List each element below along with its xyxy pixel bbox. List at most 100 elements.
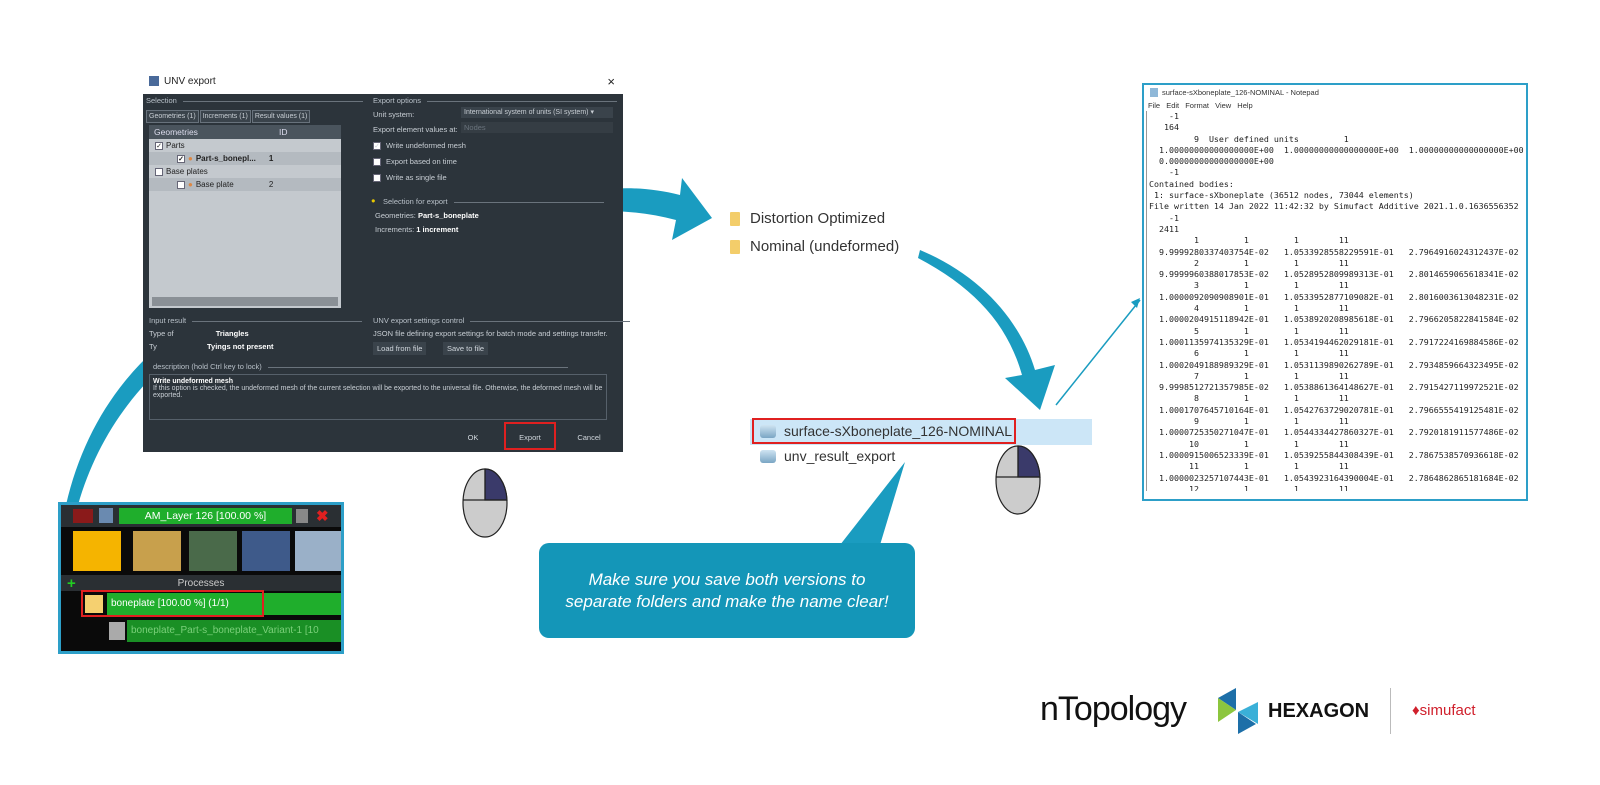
save-icon (149, 76, 159, 86)
description-title: Write undeformed mesh (153, 378, 233, 385)
tree-label: Base plate (195, 180, 234, 189)
export-button[interactable]: Export (519, 433, 541, 442)
type-value: Triangles (215, 329, 249, 338)
notepad-line: -1 (1149, 212, 1179, 223)
notepad-line: 1.0001707645710164E-01 1.054276372902078… (1149, 404, 1519, 415)
am-process-icon[interactable] (73, 531, 121, 571)
tree-item-base-plates[interactable]: Base plates (149, 165, 341, 178)
close-button[interactable]: × (607, 73, 615, 89)
list-icon[interactable] (189, 531, 237, 571)
variant-item[interactable]: boneplate_Part-s_boneplate_Variant-1 [10 (127, 620, 341, 642)
notepad-line: 11 1 1 11 (1149, 461, 1349, 472)
load-from-file-button[interactable]: Load from file (373, 342, 427, 355)
baseplate-icon[interactable] (133, 531, 181, 571)
selection-label: Selection (146, 96, 362, 105)
notepad-line: 1 1 1 11 (1149, 235, 1349, 246)
tree-label: Part-s_bonepl... (195, 154, 256, 163)
notepad-line: 4 1 1 11 (1149, 303, 1349, 314)
save-icon[interactable] (99, 508, 113, 523)
notepad-line: 5 1 1 11 (1149, 325, 1349, 336)
folder-nominal[interactable]: Nominal (undeformed) (730, 238, 899, 255)
cancel-button[interactable]: Cancel (577, 433, 601, 442)
notepad-line: 2411 (1149, 223, 1179, 234)
checkbox-label: Write undeformed mesh (386, 141, 466, 150)
highlight-export (504, 422, 556, 450)
notepad-menu: File Edit Format View Help (1144, 100, 1526, 111)
notepad-line: 0.00000000000000000E+00 (1149, 156, 1274, 167)
input-result-label: Input result (149, 316, 363, 325)
increments-value: 1 increment (416, 225, 459, 234)
delete-icon[interactable]: ✖ (316, 508, 329, 525)
menu-view[interactable]: View (1215, 101, 1232, 110)
menu-format[interactable]: Format (1185, 101, 1209, 110)
folder-distortion-optimized[interactable]: Distortion Optimized (730, 210, 885, 227)
notepad-line: File written 14 Jan 2022 11:42:32 by Sim… (1149, 201, 1519, 212)
export-options-label: Export options (373, 96, 617, 105)
unit-system-select[interactable]: International system of units (SI system… (461, 107, 613, 118)
geometries-label: Geometries: (375, 211, 416, 220)
file-nominal[interactable]: surface-sXboneplate_126-NOMINAL (760, 423, 1012, 439)
column-id: ID (279, 127, 288, 137)
notepad-line: -1 (1149, 167, 1179, 178)
ok-button[interactable]: OK (467, 433, 479, 442)
export-based-on-time-checkbox[interactable]: Export based on time (373, 157, 457, 166)
tab-result-values[interactable]: Result values (1) (251, 110, 311, 123)
unit-system-value: International system of units (SI system… (464, 109, 589, 116)
write-undeformed-checkbox[interactable]: ✓Write undeformed mesh (373, 141, 466, 150)
tree-item-parts[interactable]: ✓Parts (155, 141, 185, 150)
tree-item-part[interactable]: ✓●Part-s_bonepl...1 (149, 152, 341, 165)
mouse-icon (462, 468, 508, 538)
layer-status: AM_Layer 126 [100.00 %] (119, 508, 292, 524)
highlight-process (81, 590, 264, 617)
tree-id: 2 (268, 180, 274, 189)
notepad-line: 164 (1149, 122, 1179, 133)
save-to-file-button[interactable]: Save to file (443, 342, 489, 355)
tab-increments[interactable]: Increments (1) (199, 110, 251, 123)
folder-icon (730, 239, 740, 254)
notepad-text-area[interactable]: -1 164 9 User defined units 1 1.00000000… (1146, 111, 1526, 491)
menu-help[interactable]: Help (1237, 101, 1253, 110)
add-icon[interactable]: + (67, 575, 76, 592)
description-text: If this option is checked, the undeforme… (153, 385, 603, 399)
file-label: surface-sXboneplate_126-NOMINAL (784, 423, 1013, 439)
menu-file[interactable]: File (1148, 101, 1161, 110)
column-geometries: Geometries (154, 127, 198, 137)
save-label: Save to file (447, 344, 485, 353)
process-item[interactable]: boneplate [100.00 %] (1/1) (107, 593, 341, 615)
clipboard-icon[interactable] (296, 509, 308, 523)
table-icon[interactable] (242, 531, 290, 571)
notepad-line: 1.0000725350271047E-01 1.054433442786032… (1149, 427, 1519, 438)
horizontal-scrollbar[interactable] (152, 297, 338, 306)
logo-divider (1390, 688, 1391, 734)
notepad-icon (1150, 88, 1158, 97)
type-label: Type of (149, 329, 174, 338)
unv-file-icon (760, 424, 776, 438)
element-values-select[interactable]: Nodes (461, 122, 613, 133)
notepad-line: 1.0000204915118942E-01 1.053892020898561… (1149, 314, 1519, 325)
load-label: Load from file (377, 344, 423, 353)
variant-icon (109, 622, 125, 640)
file-label: unv_result_export (784, 448, 896, 464)
notepad-line: 1.0002049188989329E-01 1.053113989026278… (1149, 359, 1519, 370)
simufact-logo: ♦simufact (1412, 702, 1476, 719)
part-icon: ● (188, 154, 193, 163)
notepad-line: 9 User defined units 1 (1149, 133, 1349, 144)
notepad-line: 1.00000000000000000E+00 1.00000000000000… (1149, 144, 1524, 155)
simufact-text: simufact (1419, 702, 1476, 719)
write-single-file-checkbox[interactable]: Write as single file (373, 173, 447, 182)
folder-label: Distortion Optimized (750, 210, 886, 227)
settings-desc: JSON file defining export settings for b… (373, 329, 608, 338)
notepad-line: 9.9999280337403754E-02 1.053392855822959… (1149, 246, 1519, 257)
tree-label: Base plates (166, 167, 208, 176)
notepad-line: 9 1 1 11 (1149, 416, 1349, 427)
file-unv-result-export[interactable]: unv_result_export (760, 448, 895, 464)
folder-label: Nominal (undeformed) (750, 238, 900, 255)
results-icon[interactable] (295, 531, 341, 571)
menu-edit[interactable]: Edit (1166, 101, 1180, 110)
menu-icon[interactable] (73, 509, 93, 523)
arrow-file-to-notepad (1055, 299, 1141, 406)
notepad-line: 1.0000092090908901E-01 1.053395287710908… (1149, 291, 1519, 302)
tab-geometries[interactable]: Geometries (1) (146, 110, 199, 123)
